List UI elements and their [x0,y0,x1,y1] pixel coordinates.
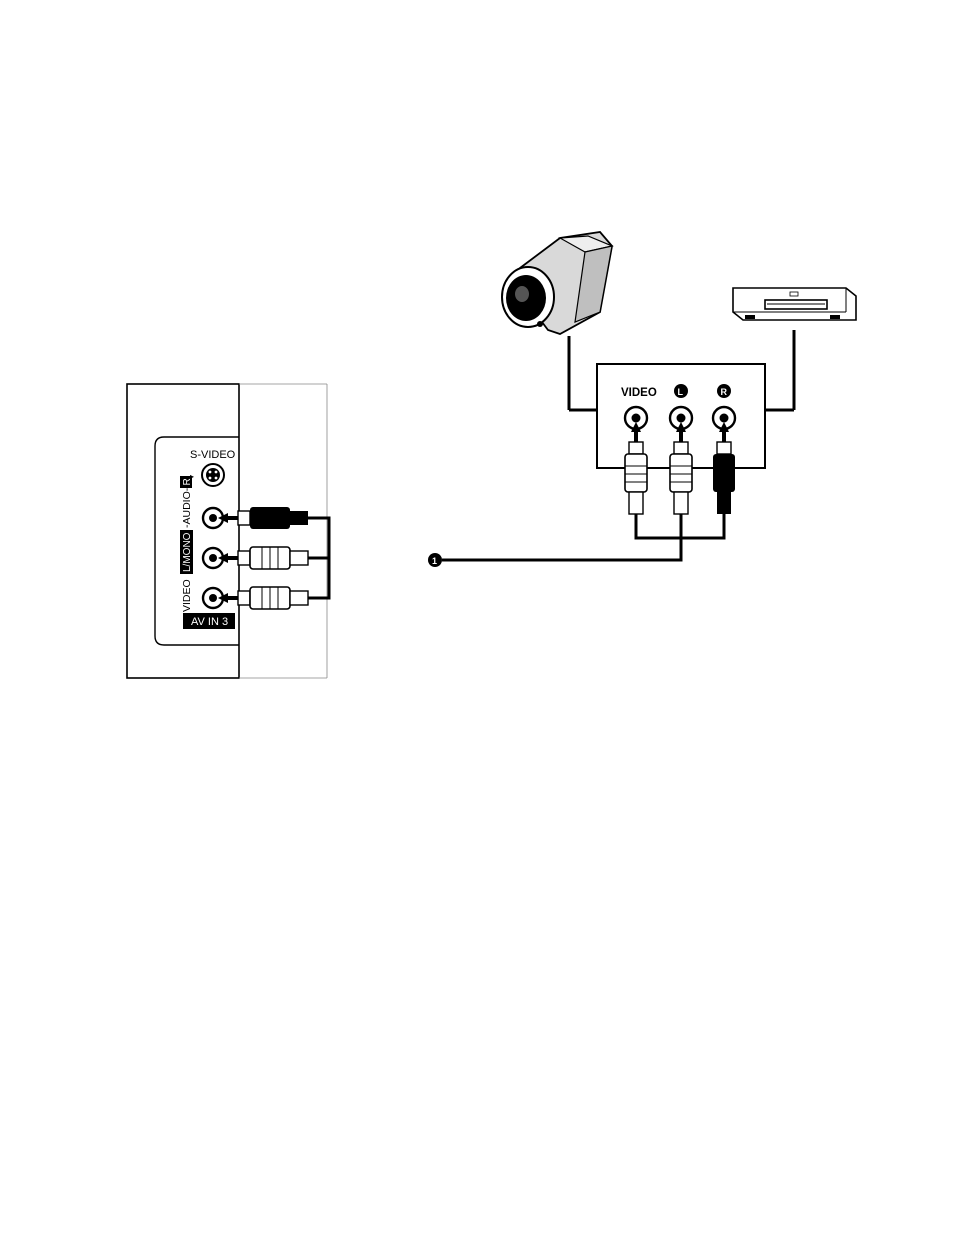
svideo-label: S-VIDEO [190,449,236,461]
device-connection-panel: VIDEO L R [428,232,856,567]
video-vertical-label: VIDEO [181,579,193,612]
l-badge-label: L [678,387,684,397]
callout-number: 1 [432,556,437,566]
mono-label: L/MONO [182,532,193,572]
cable-bundle [308,518,329,598]
camcorder-icon [502,232,612,334]
svideo-jack[interactable] [202,464,224,486]
tv-side-panel: S-VIDEO ▸ VIDEO L/MONO -AUDIO- R [127,384,329,678]
video-output-label: VIDEO [621,387,657,399]
audio-label: -AUDIO- [181,487,193,528]
r-badge-label: R [182,478,193,485]
r-badge-label-right: R [721,387,728,397]
av-in-label: AV IN 3 [191,616,228,628]
av-input-labels: VIDEO L/MONO -AUDIO- R [180,476,193,612]
output-cable-bundle [442,514,724,560]
vcr-icon [733,288,856,320]
